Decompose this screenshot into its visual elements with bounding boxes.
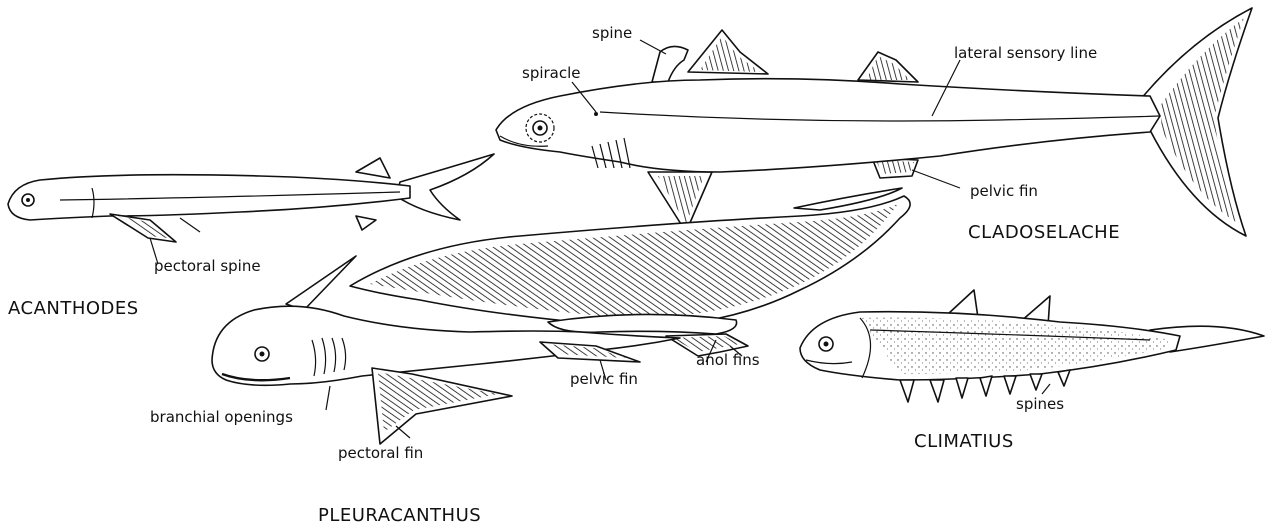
label-lateral-sensory-line: lateral sensory line: [954, 44, 1097, 62]
label-spine: spine: [592, 24, 632, 42]
acanthodes-drawing: [8, 154, 494, 242]
label-pectoral-fin: pectoral fin: [338, 444, 423, 462]
cladoselache-drawing: [496, 8, 1252, 236]
species-name-pleuracanthus: PLEURACANTHUS: [318, 505, 481, 526]
species-name-climatius: CLIMATIUS: [914, 431, 1014, 452]
species-name-cladoselache: CLADOSELACHE: [968, 222, 1120, 243]
cladoselache-spiracle: [594, 112, 598, 116]
label-pelvic-fin-pleuracanthus: pelvic fin: [570, 370, 638, 388]
label-spines: spines: [1016, 395, 1064, 413]
label-branchial-openings: branchial openings: [150, 408, 293, 426]
climatius-drawing: [800, 290, 1264, 402]
species-name-acanthodes: ACANTHODES: [8, 298, 139, 319]
label-anal-fins: anol fins: [696, 351, 760, 369]
label-pectoral-spine: pectoral spine: [154, 257, 261, 275]
pleuracanthus-head-spine: [286, 256, 356, 310]
acanthodes-dorsal-fin: [356, 158, 390, 178]
acanthodes-anal-fin: [356, 216, 376, 230]
label-spiracle: spiracle: [522, 64, 581, 82]
cladoselache-dorsal-spine: [652, 46, 688, 82]
pleuracanthus-drawing: [212, 188, 910, 444]
label-pelvic-fin-cladoselache: pelvic fin: [970, 182, 1038, 200]
